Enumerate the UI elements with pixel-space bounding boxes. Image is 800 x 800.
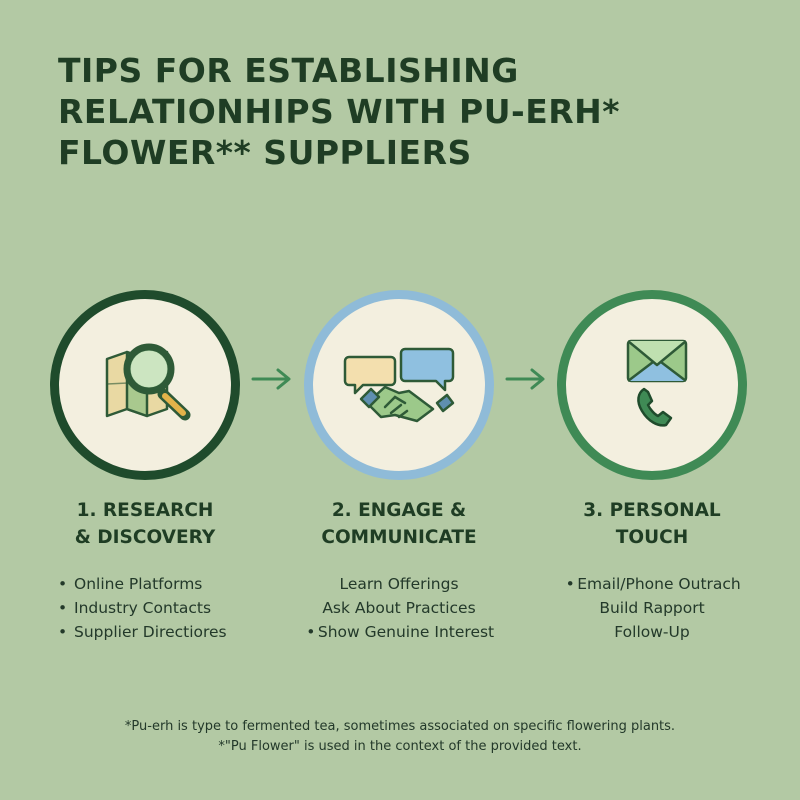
- step-1-heading-line-1: 1. RESEARCH: [76, 500, 214, 521]
- list-item: Build Rapport: [599, 599, 705, 617]
- list-item: Supplier Directiores: [58, 620, 227, 644]
- step-1-circle: [50, 290, 240, 480]
- envelope-phone-icon: [626, 339, 688, 427]
- map-magnifier-icon: [105, 343, 191, 421]
- step-2-heading-line-2: COMMUNICATE: [321, 527, 477, 548]
- step-1-heading-line-2: & DISCOVERY: [74, 527, 216, 548]
- step-2-list: Learn Offerings Ask About Practices Show…: [284, 572, 514, 644]
- list-item: Follow-Up: [614, 623, 690, 641]
- list-item: Online Platforms: [58, 572, 227, 596]
- list-item: Email/Phone Outrach: [537, 572, 767, 596]
- step-1-list: Online Platforms Industry Contacts Suppl…: [58, 572, 227, 644]
- step-3-heading-line-2: TOUCH: [615, 527, 689, 548]
- arrow-right-icon: [250, 367, 294, 391]
- step-2-heading: 2. ENGAGE & COMMUNICATE: [284, 497, 514, 551]
- step-3-heading: 3. PERSONAL TOUCH: [537, 497, 767, 551]
- title-line-3: FLOWER** SUPPLIERS: [58, 133, 472, 172]
- chat-handshake-icon: [343, 347, 455, 423]
- footnote-2: *"Pu Flower" is used in the context of t…: [218, 739, 582, 754]
- step-2-circle: [304, 290, 494, 480]
- title-line-1: TIPS FOR ESTABLISHING: [58, 51, 519, 90]
- list-item: Learn Offerings: [339, 575, 459, 593]
- step-2-heading-line-1: 2. ENGAGE &: [331, 500, 467, 521]
- title-line-2: RELATIONHIPS WITH PU-ERH*: [58, 92, 621, 131]
- step-3-heading-line-1: 3. PERSONAL: [583, 500, 721, 521]
- step-3-circle: [557, 290, 747, 480]
- step-3-list: Email/Phone Outrach Build Rapport Follow…: [537, 572, 767, 644]
- step-1-heading: 1. RESEARCH & DISCOVERY: [30, 497, 260, 551]
- arrow-right-icon: [504, 367, 548, 391]
- footnote-1: *Pu-erh is type to fermented tea, someti…: [124, 719, 676, 734]
- list-item: Show Genuine Interest: [284, 620, 514, 644]
- infographic-title: TIPS FOR ESTABLISHING RELATIONHIPS WITH …: [58, 50, 758, 173]
- footnotes: *Pu-erh is type to fermented tea, someti…: [0, 717, 800, 757]
- list-item: Ask About Practices: [322, 599, 476, 617]
- list-item: Industry Contacts: [58, 596, 227, 620]
